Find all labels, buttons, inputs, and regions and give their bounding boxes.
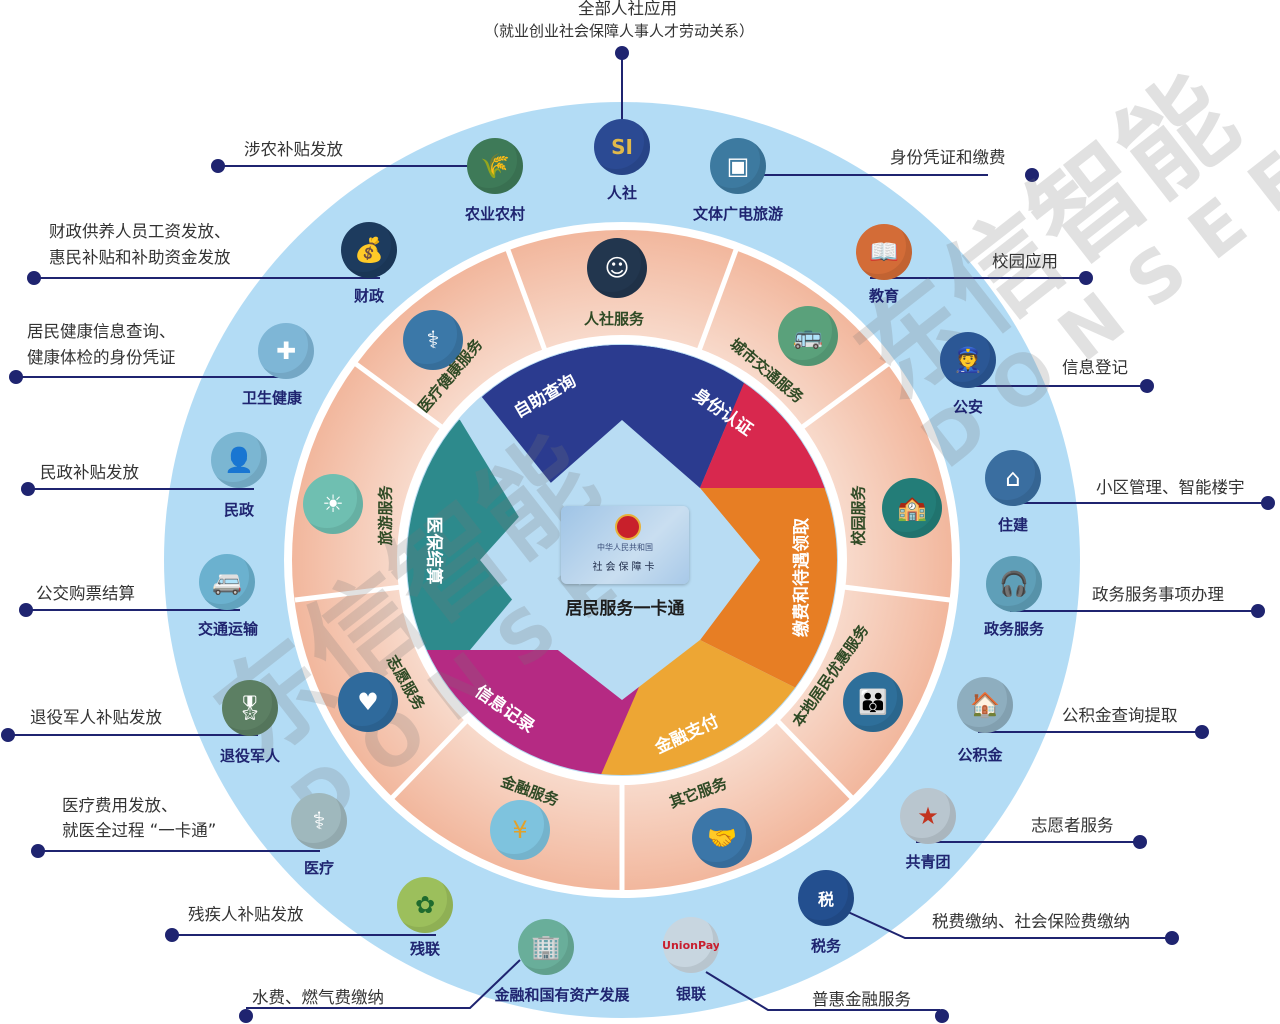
dept-label-public-security: 公安: [952, 398, 984, 416]
service-label-tax-payment: 税费缴纳、社会保险费缴纳: [932, 912, 1130, 931]
service-label-bus-ticket: 公交购票结算: [36, 584, 135, 603]
service-label-civil-subsidy: 民政补贴发放: [40, 463, 139, 482]
citizen-icon: 👤: [211, 432, 267, 488]
minibus-icon: 🚐: [199, 554, 255, 610]
book-icon: 📖: [856, 224, 912, 280]
service-label-salary-payment: 财政供养人员工资发放、: [49, 222, 231, 241]
connector-lines: [8, 55, 1265, 1011]
service-label-info-register: 信息登记: [1062, 358, 1128, 377]
school-building-icon: 🏫: [882, 478, 942, 538]
dept-label-housing-construction: 住建: [997, 516, 1029, 534]
service-label-medical-onecard: 就医全过程 “一卡通”: [62, 821, 217, 840]
beach-landscape-icon: ☀: [303, 474, 363, 534]
police-icon: 👮: [940, 332, 996, 388]
service-label-water-gas: 水费、燃气费缴纳: [252, 988, 384, 1007]
dept-label-health: 卫生健康: [241, 389, 303, 407]
money-bag-icon: 💰: [341, 222, 397, 278]
middle-label-hr-service: 人社服务: [584, 310, 645, 328]
customer-service-icon: 🎧: [986, 556, 1042, 612]
housing-fund-icon: 🏠: [957, 677, 1013, 733]
dept-label-housing-fund: 公积金: [957, 746, 1003, 764]
handshake-icon: 🤝: [692, 808, 752, 868]
dept-label-unionpay: 银联: [675, 985, 707, 1003]
card-line2: 社会保障卡: [592, 562, 658, 573]
yuan-coin-icon: ¥: [490, 800, 550, 860]
dept-label-disabled-federation: 残联: [409, 940, 441, 958]
service-label-health-query: 居民健康信息查询、: [27, 322, 176, 341]
service-label-hr-all: 全部人社应用: [578, 0, 677, 18]
center-title: 居民服务一卡通: [565, 599, 685, 619]
bus-icon: 🚌: [778, 306, 838, 366]
service-label-id-payment: 身份凭证和缴费: [890, 148, 1006, 167]
service-label-medical-fee: 医疗费用发放、: [62, 796, 178, 815]
dept-label-taxation: 税务: [810, 937, 842, 955]
service-label-health-checkup: 健康体检的身份凭证: [27, 348, 176, 367]
doctor-icon: ⚕: [403, 310, 463, 370]
soldier-icon: 🎖: [222, 680, 278, 736]
medical-consult-icon: ⚕: [291, 793, 347, 849]
dept-label-culture-tourism: 文体广电旅游: [692, 205, 784, 223]
house-icon: ⌂: [985, 450, 1041, 506]
service-label-gov-affairs: 政务服务事项办理: [1092, 585, 1224, 604]
dept-label-transportation: 交通运输: [197, 620, 259, 638]
service-label-campus-app: 校园应用: [992, 252, 1058, 271]
picture-frame-icon: ▣: [710, 138, 766, 194]
social-security-card: 中华人民共和国 社会保障卡: [561, 506, 689, 584]
dept-label-youth-league: 共青团: [905, 853, 951, 871]
dept-label-government-service: 政务服务: [983, 620, 1045, 638]
volunteer-icon: ♥: [338, 672, 398, 732]
dept-label-medical: 医疗: [303, 859, 335, 877]
elderly-person-icon: ☺: [587, 238, 647, 298]
youth-league-badge-icon: ★: [900, 788, 956, 844]
service-label-veteran-subsidy: 退役军人补贴发放: [30, 708, 162, 727]
wheat-field-icon: 🌾: [467, 138, 523, 194]
service-label-benefit-subsidy: 惠民补贴和补助资金发放: [49, 248, 231, 267]
service-label-community-building: 小区管理、智能楼宇: [1096, 478, 1245, 497]
tax-shield-icon: 税: [798, 870, 854, 926]
dept-label-veterans: 退役军人: [219, 747, 281, 765]
service-label-hr-detail: （就业创业社会保障人事人才劳动关系）: [484, 22, 755, 40]
nurse-icon: ✚: [258, 323, 314, 379]
dept-label-hr: 人社: [606, 184, 638, 202]
service-label-inclusive-finance: 普惠金融服务: [812, 990, 911, 1009]
star-label-medical-settlement: 医保结算: [423, 516, 444, 585]
card-line1: 中华人民共和国: [597, 543, 653, 552]
office-building-icon: 🏢: [518, 919, 574, 975]
dept-label-education: 教育: [868, 287, 900, 305]
service-label-disability-subsidy: 残疾人补贴发放: [188, 905, 304, 924]
si-logo-icon: SI: [594, 119, 650, 175]
service-label-volunteer-service: 志愿者服务: [1031, 816, 1114, 835]
dept-label-civil-affairs: 民政: [223, 501, 255, 519]
star-label-payment-benefit: 缴费和待遇领取: [792, 518, 812, 637]
middle-label-tourism: 旅游服务: [376, 485, 395, 546]
dept-label-agriculture: 农业农村: [464, 205, 526, 223]
service-label-agri-subsidy: 涉农补贴发放: [244, 140, 343, 159]
middle-label-campus: 校园服务: [849, 485, 868, 546]
disabled-federation-icon: ✿: [397, 877, 453, 933]
connector-dots: [1, 46, 1275, 1023]
dept-label-finance: 财政: [353, 287, 385, 305]
unionpay-icon: UnionPay: [663, 917, 719, 973]
national-emblem-icon: [615, 514, 641, 540]
dept-label-finance-state-assets: 金融和国有资产发展: [494, 986, 630, 1004]
service-label-fund-query: 公积金查询提取: [1062, 706, 1178, 725]
family-icon: 👪: [843, 672, 903, 732]
